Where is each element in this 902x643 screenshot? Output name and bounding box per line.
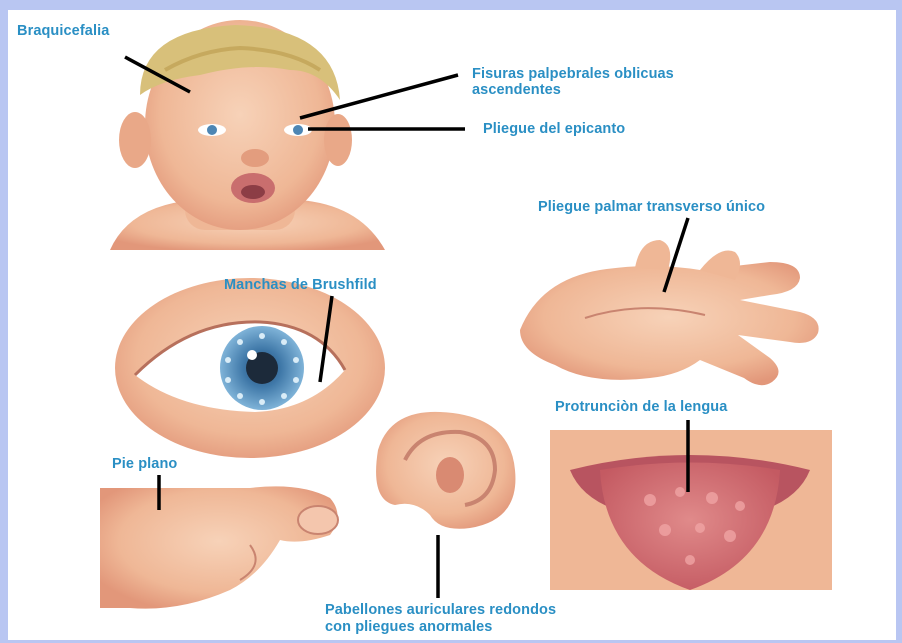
label-pabellones-line2: con pliegues anormales	[325, 619, 492, 636]
mouth-closeup	[550, 430, 832, 590]
label-fisuras-line1: Fisuras palpebrales oblicuas	[472, 66, 674, 83]
label-epicanto: Pliegue del epicanto	[483, 121, 625, 138]
label-fisuras-line2: ascendentes	[472, 82, 561, 99]
label-pabellones-line1: Pabellones auriculares redondos	[325, 602, 556, 619]
eye-closeup	[115, 278, 385, 458]
label-brushfild: Manchas de Brushfild	[224, 277, 377, 294]
ear	[376, 412, 515, 529]
big-toe	[298, 506, 338, 534]
foot	[100, 486, 338, 608]
label-palmar: Pliegue palmar transverso único	[538, 199, 765, 216]
child-head	[110, 20, 385, 250]
hand	[520, 240, 819, 385]
left-ear	[119, 112, 151, 168]
thumb	[635, 240, 670, 270]
nose	[241, 149, 269, 167]
label-lengua: Protrunciòn de la lengua	[555, 399, 727, 416]
right-ear	[324, 114, 352, 166]
label-pie: Pie plano	[112, 456, 177, 473]
label-braquicefalia: Braquicefalia	[17, 23, 109, 40]
